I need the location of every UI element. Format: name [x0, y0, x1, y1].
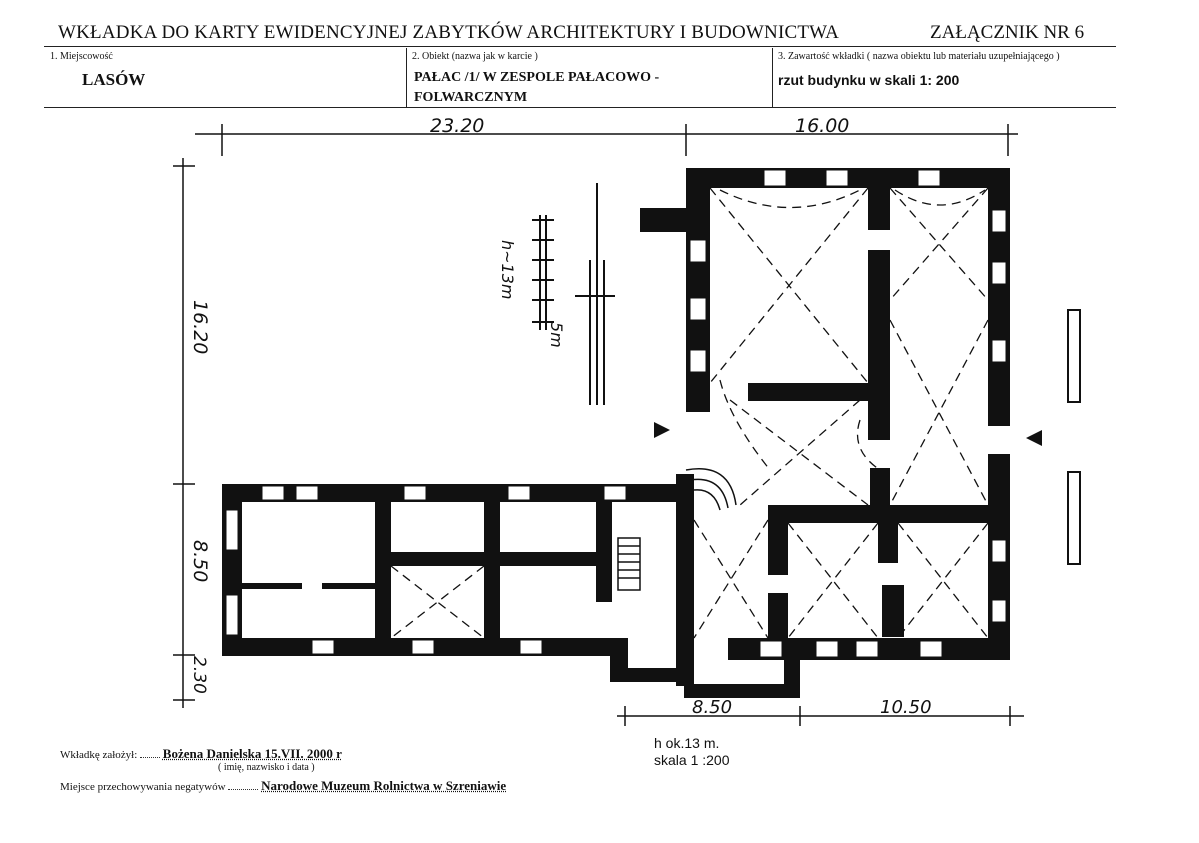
vault-lines: [390, 187, 989, 639]
scale-bar-label: 5m: [547, 322, 566, 348]
height-scale: [532, 183, 615, 405]
dim-bottom-2: 10.50: [880, 697, 932, 718]
storage-row: Miejsce przechowywania negatywów Narodow…: [60, 778, 506, 794]
height-note: h~13m: [498, 240, 517, 300]
section-markers: [1067, 309, 1081, 565]
storage-label: Miejsce przechowywania negatywów: [60, 781, 226, 793]
field-locality-label: 1. Miejscowość: [50, 51, 113, 62]
dim-bottom-1: 8.50: [692, 697, 732, 718]
field-object: 2. Obiekt (nazwa jak w karcie ) PAŁAC /1…: [406, 48, 773, 108]
storage-value: Narodowe Muzeum Rolnictwa w Szreniawie: [261, 778, 507, 793]
author-value: Bożena Danielska 15.VII. 2000 r: [162, 746, 342, 761]
entrance-arrows: [654, 422, 1042, 446]
stairs: [617, 468, 737, 591]
dim-top-2: 16.00: [795, 115, 849, 137]
dim-left-1: 16.20: [189, 300, 211, 354]
height-note-text: h ok.13 m.: [654, 735, 720, 751]
windows: [225, 169, 1007, 658]
field-object-label: 2. Obiekt (nazwa jak w karcie ): [412, 51, 538, 62]
author-label: Wkładkę założył:: [60, 749, 138, 761]
dimension-lines: [173, 124, 1024, 726]
field-content-label: 3. Zawartość wkładki ( nazwa obiektu lub…: [778, 51, 1060, 62]
scale-note-text: skala 1 :200: [654, 752, 730, 768]
document-title: WKŁADKA DO KARTY EWIDENCYJNEJ ZABYTKÓW A…: [58, 22, 840, 43]
field-locality-value: LASÓW: [82, 70, 146, 89]
field-content: 3. Zawartość wkładki ( nazwa obiektu lub…: [772, 48, 1116, 108]
header-rule: [44, 46, 1116, 47]
dim-left-3: 2.30: [189, 656, 209, 694]
field-locality: 1. Miejscowość LASÓW: [44, 48, 407, 108]
field-object-value: PAŁAC /1/ W ZESPOLE PAŁACOWO - FOLWARCZN…: [414, 70, 660, 105]
annex-number: ZAŁĄCZNIK NR 6: [930, 22, 1085, 43]
author-row: Wkładkę założył: Bożena Danielska 15.VII…: [60, 746, 342, 762]
dim-left-2: 8.50: [189, 540, 211, 582]
dim-top-1: 23.20: [430, 115, 484, 137]
building-walls: [222, 168, 1010, 698]
author-hint: ( imię, nazwisko i data ): [218, 762, 315, 773]
field-content-value: rzut budynku w skali 1: 200: [778, 72, 960, 88]
